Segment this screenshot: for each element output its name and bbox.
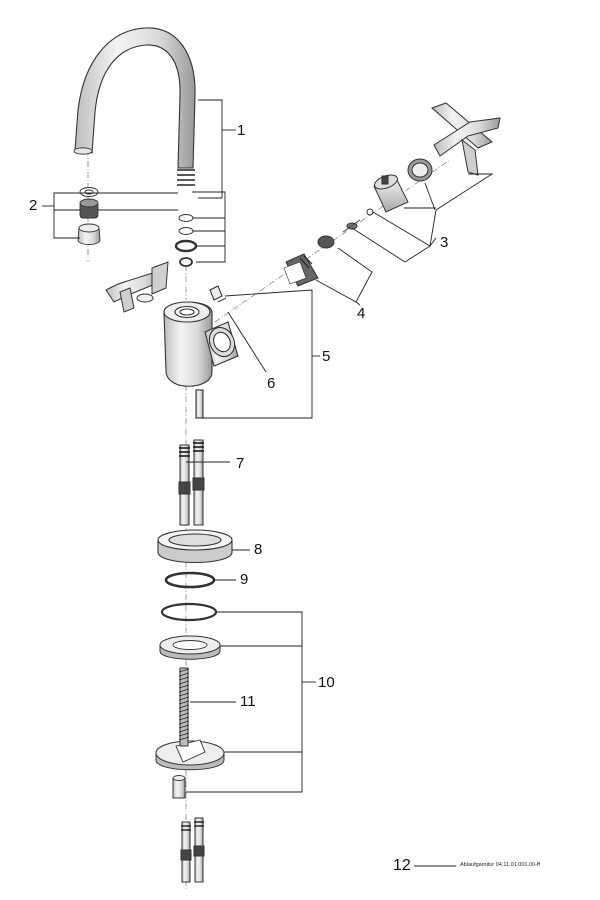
callout-5: 5	[322, 348, 331, 365]
spout-seal-rings	[174, 214, 198, 267]
handle-parts-3	[342, 102, 501, 233]
callout-3: 3	[440, 234, 449, 251]
spout-part-1	[73, 27, 196, 186]
callout-11: 11	[240, 693, 256, 710]
callout-10: 10	[318, 674, 335, 691]
supply-hoses-part-7	[178, 439, 205, 526]
callout-9: 9	[240, 571, 249, 588]
threaded-rod-part-11	[178, 667, 190, 747]
valve-body-part-5	[163, 285, 239, 419]
callout-12: 12	[393, 857, 411, 874]
callout-6: 6	[267, 375, 276, 392]
callout-7: 7	[236, 455, 245, 472]
aerator-parts-2	[77, 187, 101, 245]
leader-lines	[42, 99, 494, 867]
callout-4: 4	[357, 305, 366, 322]
drainage-set-note: Ablaufgarnitur 04.11.01.001.00-ff	[460, 862, 540, 868]
centre-axis-lines	[87, 150, 451, 890]
callout-1: 1	[237, 122, 246, 139]
cartridge-part-4	[283, 235, 335, 287]
fixing-set-part-10	[155, 602, 225, 799]
seal-part-9	[164, 571, 216, 589]
callout-2: 2	[29, 197, 38, 214]
hose-connectors	[180, 817, 205, 883]
base-ring-part-8	[157, 529, 233, 563]
lever-handle	[105, 261, 169, 313]
callout-8: 8	[254, 541, 263, 558]
